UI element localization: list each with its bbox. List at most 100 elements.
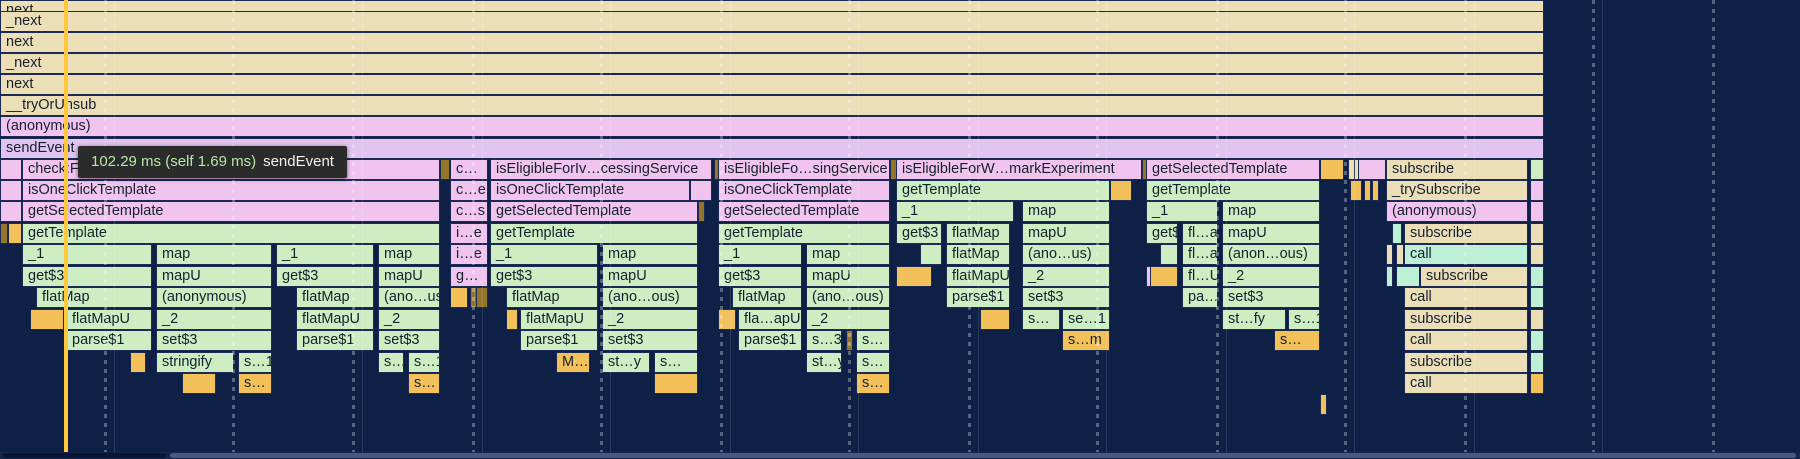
flame-frame[interactable]: stringify bbox=[156, 352, 234, 373]
flame-frame[interactable]: (anon…ous) bbox=[1222, 244, 1320, 265]
flame-frame-unlabeled[interactable] bbox=[1386, 266, 1393, 287]
flame-frame[interactable]: map bbox=[602, 244, 698, 265]
flame-frame[interactable]: __tryOrUnsub bbox=[0, 95, 1544, 116]
flame-frame[interactable]: st…y bbox=[806, 352, 842, 373]
flame-frame[interactable]: subscribe bbox=[1404, 223, 1528, 244]
flame-frame[interactable]: s… bbox=[856, 330, 890, 351]
flame-frame[interactable]: flatMap bbox=[946, 223, 1010, 244]
flame-frame-unlabeled[interactable] bbox=[130, 352, 146, 373]
flame-frame[interactable]: _2 bbox=[1022, 266, 1110, 287]
flame-frame-unlabeled[interactable] bbox=[1530, 159, 1544, 180]
flame-frame[interactable]: subscribe bbox=[1404, 309, 1528, 330]
flame-frame[interactable]: (ano…us) bbox=[378, 287, 440, 308]
flame-frame[interactable]: subscribe bbox=[1404, 352, 1528, 373]
flame-frame[interactable]: s… bbox=[378, 352, 404, 373]
flame-frame[interactable]: call bbox=[1404, 373, 1528, 394]
flame-frame-unlabeled[interactable] bbox=[182, 373, 216, 394]
flame-frame-unlabeled[interactable] bbox=[1372, 180, 1379, 201]
flame-frame[interactable]: _next bbox=[0, 53, 1544, 74]
flame-frame[interactable]: get$3 bbox=[276, 266, 374, 287]
horizontal-scrollbar[interactable] bbox=[0, 452, 1800, 459]
flame-frame[interactable]: getTemplate bbox=[718, 223, 890, 244]
flame-frame[interactable]: _1 bbox=[490, 244, 598, 265]
flame-frame[interactable]: get$3 bbox=[490, 266, 598, 287]
flame-frame[interactable]: next bbox=[0, 74, 1544, 95]
flame-frame[interactable]: get$3 bbox=[896, 223, 942, 244]
flame-frame-unlabeled[interactable] bbox=[0, 223, 8, 244]
flame-frame[interactable]: c…e bbox=[450, 180, 488, 201]
flame-frame[interactable]: (anonymous) bbox=[0, 116, 1544, 137]
flame-frame-unlabeled[interactable] bbox=[476, 287, 488, 308]
flame-frame[interactable]: s… bbox=[1274, 330, 1320, 351]
flame-frame-unlabeled[interactable] bbox=[1110, 180, 1132, 201]
flame-frame-unlabeled[interactable] bbox=[30, 309, 64, 330]
flame-frame[interactable]: getTemplate bbox=[1146, 180, 1320, 201]
flame-frame[interactable]: getSelectedTemplate bbox=[718, 201, 890, 222]
flame-frame[interactable]: (ano…ous) bbox=[602, 287, 698, 308]
flame-frame[interactable]: mapU bbox=[806, 266, 890, 287]
flame-frame[interactable]: next bbox=[0, 32, 1544, 53]
flame-frame[interactable]: set$3 bbox=[156, 330, 272, 351]
flame-frame-unlabeled[interactable] bbox=[1160, 244, 1178, 265]
flame-frame[interactable]: _next bbox=[0, 11, 1544, 32]
flame-frame[interactable]: flatMapU bbox=[296, 309, 374, 330]
flame-frame[interactable]: _2 bbox=[378, 309, 440, 330]
flame-frame[interactable]: flatMap bbox=[506, 287, 598, 308]
flame-frame[interactable]: s…1 bbox=[408, 352, 440, 373]
flame-frame[interactable]: getTemplate bbox=[22, 223, 440, 244]
flame-frame-unlabeled[interactable] bbox=[1530, 201, 1544, 222]
flame-frame[interactable]: map bbox=[378, 244, 440, 265]
flame-frame[interactable]: _2 bbox=[156, 309, 272, 330]
flame-frame[interactable]: s…m bbox=[1062, 330, 1110, 351]
flame-frame[interactable]: isEligibleForIv…cessingService bbox=[490, 159, 712, 180]
flame-frame[interactable]: map bbox=[1222, 201, 1320, 222]
flame-frame[interactable]: _1 bbox=[896, 201, 1014, 222]
flame-frame-unlabeled[interactable] bbox=[846, 330, 853, 351]
flame-frame[interactable]: parse$1 bbox=[520, 330, 598, 351]
flame-frame[interactable]: set$3 bbox=[1022, 287, 1110, 308]
flame-frame-unlabeled[interactable] bbox=[0, 180, 22, 201]
flame-frame[interactable]: _1 bbox=[718, 244, 802, 265]
flame-frame[interactable]: st…y bbox=[602, 352, 650, 373]
flame-frame[interactable]: fl…U bbox=[1182, 266, 1218, 287]
scrollbar-thumb[interactable] bbox=[3, 453, 166, 458]
flame-frame[interactable]: get$3 bbox=[1146, 223, 1178, 244]
flame-frame[interactable]: isOneClickTemplate bbox=[490, 180, 690, 201]
flame-frame-unlabeled[interactable] bbox=[440, 159, 450, 180]
flame-frame[interactable]: fl…ap bbox=[1182, 244, 1218, 265]
flame-frame-unlabeled[interactable] bbox=[654, 373, 698, 394]
flame-frame[interactable]: set$3 bbox=[602, 330, 698, 351]
flame-frame[interactable]: _2 bbox=[1222, 266, 1320, 287]
flame-frame-unlabeled[interactable] bbox=[1530, 352, 1544, 373]
flame-frame-unlabeled[interactable] bbox=[8, 223, 22, 244]
flame-frame[interactable]: getSelectedTemplate bbox=[490, 201, 698, 222]
flame-frame[interactable]: s… bbox=[856, 352, 890, 373]
flame-frame[interactable]: getTemplate bbox=[490, 223, 698, 244]
flame-frame[interactable]: flatMapU bbox=[520, 309, 598, 330]
flame-frame-unlabeled[interactable] bbox=[1530, 266, 1544, 287]
flame-frame[interactable]: getSelectedTemplate bbox=[1146, 159, 1320, 180]
flame-frame[interactable]: (ano…us) bbox=[1022, 244, 1110, 265]
flame-frame[interactable]: se…1 bbox=[1062, 309, 1110, 330]
flame-frame[interactable]: _2 bbox=[602, 309, 698, 330]
flame-frame[interactable]: set$3 bbox=[378, 330, 440, 351]
flame-frame[interactable]: flatMap bbox=[296, 287, 374, 308]
flame-frame-unlabeled[interactable] bbox=[1530, 180, 1544, 201]
flame-frame[interactable]: mapU bbox=[1222, 223, 1320, 244]
flame-frame[interactable]: c…s bbox=[450, 201, 488, 222]
flame-frame[interactable]: (ano…ous) bbox=[806, 287, 890, 308]
flame-frame-unlabeled[interactable] bbox=[690, 180, 712, 201]
flame-frame[interactable]: mapU bbox=[1022, 223, 1110, 244]
flame-frame[interactable]: s…1 bbox=[1288, 309, 1320, 330]
flame-frame-unlabeled[interactable] bbox=[980, 309, 1010, 330]
flame-frame-unlabeled[interactable] bbox=[1530, 330, 1544, 351]
flame-frame-unlabeled[interactable] bbox=[896, 266, 932, 287]
flame-frame-unlabeled[interactable] bbox=[1386, 244, 1393, 265]
flame-frame-unlabeled[interactable] bbox=[506, 309, 518, 330]
flame-frame-unlabeled[interactable] bbox=[1358, 159, 1386, 180]
flame-frame-unlabeled[interactable] bbox=[1530, 309, 1544, 330]
flame-frame[interactable]: isEligibleForW…markExperiment bbox=[896, 159, 1142, 180]
flame-frame[interactable]: s… bbox=[654, 352, 698, 373]
flame-frame-unlabeled[interactable] bbox=[718, 309, 736, 330]
